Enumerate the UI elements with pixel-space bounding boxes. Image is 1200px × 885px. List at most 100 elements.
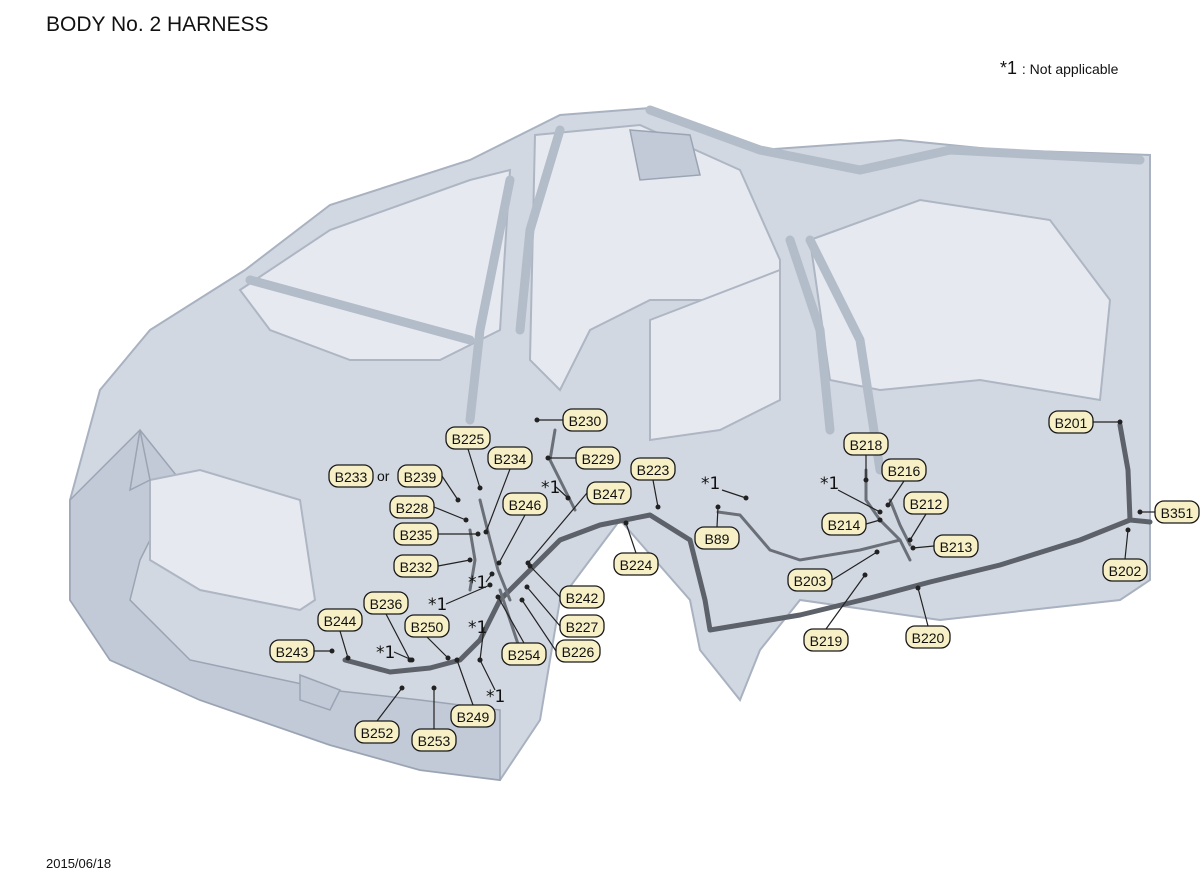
leader-line (376, 687, 403, 722)
connector-b253: B253 (411, 685, 457, 752)
connector-point (1137, 509, 1143, 515)
marker-leader-line (479, 659, 496, 691)
connector-label-text: B249 (457, 709, 490, 725)
connector-label-text: B233 (335, 469, 368, 485)
connector-point (715, 504, 721, 510)
connector-point (519, 597, 525, 603)
connector-label-text: B216 (888, 463, 921, 479)
connector-label-text: B229 (582, 451, 615, 467)
connector-label-text: B234 (494, 451, 527, 467)
connector-label-text: B201 (1055, 415, 1088, 431)
marker-point (489, 571, 495, 577)
or-label: or (377, 468, 390, 484)
connector-point (863, 477, 869, 483)
connector-label-box (694, 526, 740, 550)
connector-label-text: B213 (940, 539, 973, 555)
connector-b220: B220 (905, 585, 951, 649)
connector-point (915, 585, 921, 591)
connector-label-box (905, 625, 951, 649)
connector-point (455, 497, 461, 503)
leader-line (831, 551, 878, 581)
connector-b351: B351 (1137, 500, 1200, 524)
connector-label-text: B242 (566, 590, 599, 606)
connector-label-text: B202 (1109, 563, 1142, 579)
leader-line (625, 522, 637, 554)
connector-label-text: B89 (705, 531, 730, 547)
page-title: BODY No. 2 HARNESS (46, 13, 269, 36)
connector-label-text: B212 (910, 496, 943, 512)
leader-line (716, 506, 719, 528)
connector-point (874, 549, 880, 555)
connector-label-text: B220 (912, 630, 945, 646)
leader-line (339, 630, 349, 659)
marker-leader-line (555, 486, 569, 499)
connector-label-box (903, 491, 949, 515)
connector-label-box (559, 614, 605, 638)
leader-line (909, 513, 927, 541)
connector-label-box (821, 512, 867, 536)
connector-point (655, 504, 661, 510)
connector-label-box (354, 720, 400, 744)
connector-label-box (269, 639, 315, 663)
connector-label-box (933, 534, 979, 558)
leader-line (917, 587, 929, 627)
leader-line (652, 479, 659, 508)
marker-point (877, 509, 883, 515)
connector-label-text: B351 (1161, 505, 1194, 521)
connector-label-text: B228 (396, 500, 429, 516)
connector-b213: B213 (910, 534, 979, 558)
not-applicable-marker: *1 (376, 643, 395, 663)
marker-leader-line (445, 584, 491, 605)
leader-line (912, 545, 935, 549)
connector-point (910, 545, 916, 551)
connector-point (445, 655, 451, 661)
connector-b236: B236 (363, 591, 413, 663)
leader-line (527, 492, 588, 564)
not-applicable-marker: *1 (701, 474, 720, 494)
connector-label-box (586, 481, 632, 505)
connector-label-box (317, 608, 363, 632)
connector-b249: B249 (450, 657, 496, 728)
connector-label-box (397, 464, 443, 488)
connector-label-box (559, 585, 605, 609)
marker-point (477, 657, 483, 663)
leader-line (1124, 529, 1129, 560)
leader-line (887, 480, 905, 506)
connector-b242: B242 (527, 563, 605, 609)
not-applicable-marker: *1 (820, 474, 839, 494)
connector-point (885, 502, 891, 508)
leader-line (485, 468, 511, 533)
connector-label-box (881, 458, 927, 482)
connector-label-text: B236 (370, 596, 403, 612)
connector-label-text: B232 (400, 559, 433, 575)
connector-label-box (501, 642, 547, 666)
connector-b239: B239 (397, 464, 461, 503)
connector-label-box (445, 426, 491, 450)
connector-label-box (787, 568, 833, 592)
connector-b218: B218 (843, 432, 889, 483)
connector-point (907, 537, 913, 543)
connector-label-text: B243 (276, 644, 309, 660)
connector-label-box (502, 492, 548, 516)
connector-label-box (328, 464, 374, 488)
connector-b203: B203 (787, 549, 880, 592)
connector-point (329, 648, 335, 654)
marker-point (565, 495, 571, 501)
connector-b252: B252 (354, 685, 405, 744)
connector-label-text: B254 (508, 647, 541, 663)
connector-b247: B247 (525, 481, 632, 566)
connector-point (862, 572, 868, 578)
legend-text: : Not applicable (1021, 61, 1119, 77)
connector-point (345, 655, 351, 661)
leader-line (521, 599, 557, 652)
connector-b233: B233 (328, 464, 374, 488)
connector-label-box (613, 552, 659, 576)
connector-label-text: B226 (562, 644, 595, 660)
connector-b225: B225 (445, 426, 491, 491)
connector-label-text: B246 (509, 497, 542, 513)
connector-b89: B89 (694, 504, 740, 550)
connector-point (534, 417, 540, 423)
not-applicable-marker: *1 (541, 478, 560, 498)
marker-leader-line (393, 651, 413, 661)
